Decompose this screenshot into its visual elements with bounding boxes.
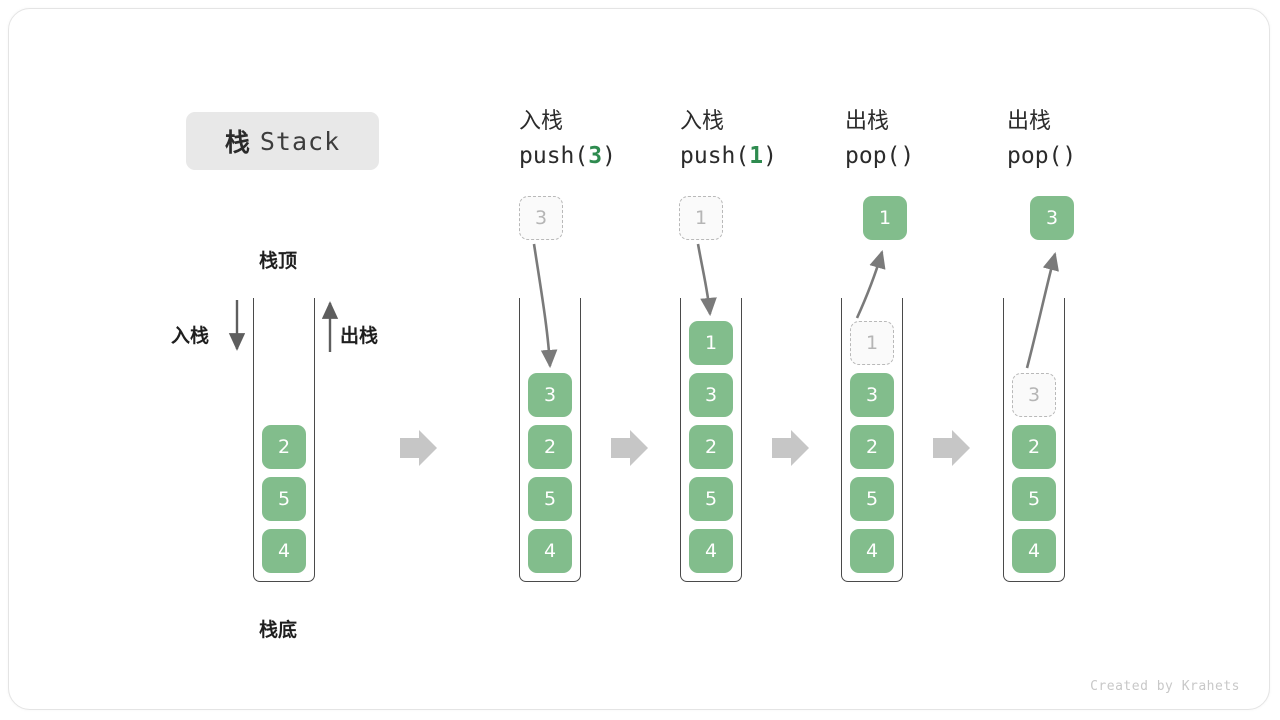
stage-op-label: 出栈	[845, 109, 890, 134]
fn-suffix: )	[1062, 143, 1077, 169]
stage-fn-label: push(1)	[680, 138, 860, 174]
fn-arg: 3	[588, 143, 603, 169]
fn-prefix: pop(	[845, 143, 901, 169]
fn-arg: 1	[749, 143, 764, 169]
fn-suffix: )	[900, 143, 915, 169]
popped-cell: 3	[1030, 196, 1074, 240]
stack-cell: 3	[850, 373, 894, 417]
stack-container	[1003, 298, 1065, 582]
fn-prefix: push(	[680, 143, 750, 169]
stage-fn-label: pop()	[845, 138, 1025, 174]
stage-header-push-1: 入栈 push(1)	[680, 106, 860, 174]
stack-container	[680, 298, 742, 582]
stage-header-push-3: 入栈 push(3)	[519, 106, 699, 174]
stack-cell: 4	[1012, 529, 1056, 573]
fn-prefix: push(	[519, 143, 589, 169]
stage-header-pop-3: 出栈 pop()	[1007, 106, 1187, 174]
stack-cell: 2	[262, 425, 306, 469]
title-en: Stack	[259, 126, 341, 156]
stage-fn-label: push(3)	[519, 138, 699, 174]
stack-cell: 2	[528, 425, 572, 469]
stack-cell: 5	[528, 477, 572, 521]
stack-cell: 3	[528, 373, 572, 417]
fn-suffix: )	[602, 143, 616, 169]
stack-cell: 2	[689, 425, 733, 469]
fn-prefix: pop(	[1007, 143, 1063, 169]
credit-text: Created by Krahets	[1090, 679, 1240, 694]
stack-cell: 2	[850, 425, 894, 469]
stage-header-pop-1: 出栈 pop()	[845, 106, 1025, 174]
stage-fn-label: pop()	[1007, 138, 1187, 174]
stage-op-label: 入栈	[680, 109, 725, 134]
stack-cell: 5	[689, 477, 733, 521]
stack-container	[519, 298, 581, 582]
stack-cell: 5	[1012, 477, 1056, 521]
fn-suffix: )	[763, 143, 777, 169]
stack-container	[841, 298, 903, 582]
incoming-cell: 1	[679, 196, 723, 240]
vacated-cell: 1	[850, 321, 894, 365]
stage-op-label: 入栈	[519, 109, 564, 134]
stage-op-label: 出栈	[1007, 109, 1052, 134]
stack-cell: 2	[1012, 425, 1056, 469]
stack-container	[253, 298, 315, 582]
label-pop-direction: 出栈	[340, 325, 379, 347]
stack-cell: 4	[528, 529, 572, 573]
stack-cell: 3	[689, 373, 733, 417]
stack-cell: 4	[262, 529, 306, 573]
incoming-cell: 3	[519, 196, 563, 240]
stack-cell: 4	[689, 529, 733, 573]
title-cn: 栈	[224, 128, 250, 157]
stack-cell: 4	[850, 529, 894, 573]
stack-cell: 5	[850, 477, 894, 521]
popped-cell: 1	[863, 196, 907, 240]
stack-cell: 1	[689, 321, 733, 365]
title-badge: 栈 Stack	[186, 112, 379, 170]
vacated-cell: 3	[1012, 373, 1056, 417]
label-push-direction: 入栈	[171, 325, 210, 347]
label-stack-top: 栈顶	[259, 250, 298, 272]
stack-cell: 5	[262, 477, 306, 521]
label-stack-bottom: 栈底	[259, 619, 298, 641]
